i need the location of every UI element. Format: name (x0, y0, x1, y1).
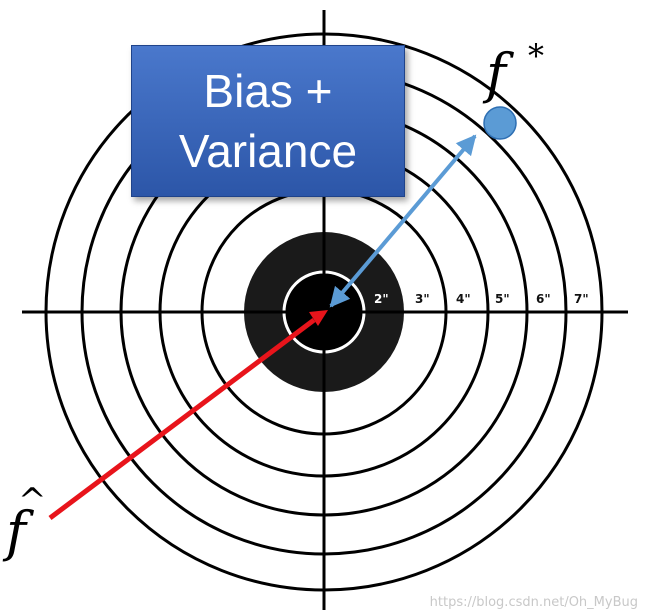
bias-variance-label: Bias + Variance (131, 45, 405, 197)
target-point (483, 106, 517, 140)
label-line-2: Variance (178, 125, 358, 177)
bias-arrow-head (309, 310, 328, 326)
ring-label-4: 4" (456, 292, 471, 306)
watermark: https://blog.csdn.net/Oh_MyBug (429, 595, 638, 610)
f-star-label: f (482, 42, 514, 105)
bias-arrow (48, 318, 316, 520)
label-line-1: Bias + (203, 65, 333, 117)
f-hat-accent: ^ (18, 481, 47, 521)
ring-label-7: 7" (574, 292, 589, 306)
ring-label-6: 6" (536, 292, 551, 306)
ring-label-3: 3" (415, 292, 430, 306)
f-star-superscript: * (528, 37, 544, 75)
variance-arrow (329, 134, 477, 308)
ring-label-5: 5" (495, 292, 510, 306)
ring-label-2: 2" (374, 292, 389, 306)
